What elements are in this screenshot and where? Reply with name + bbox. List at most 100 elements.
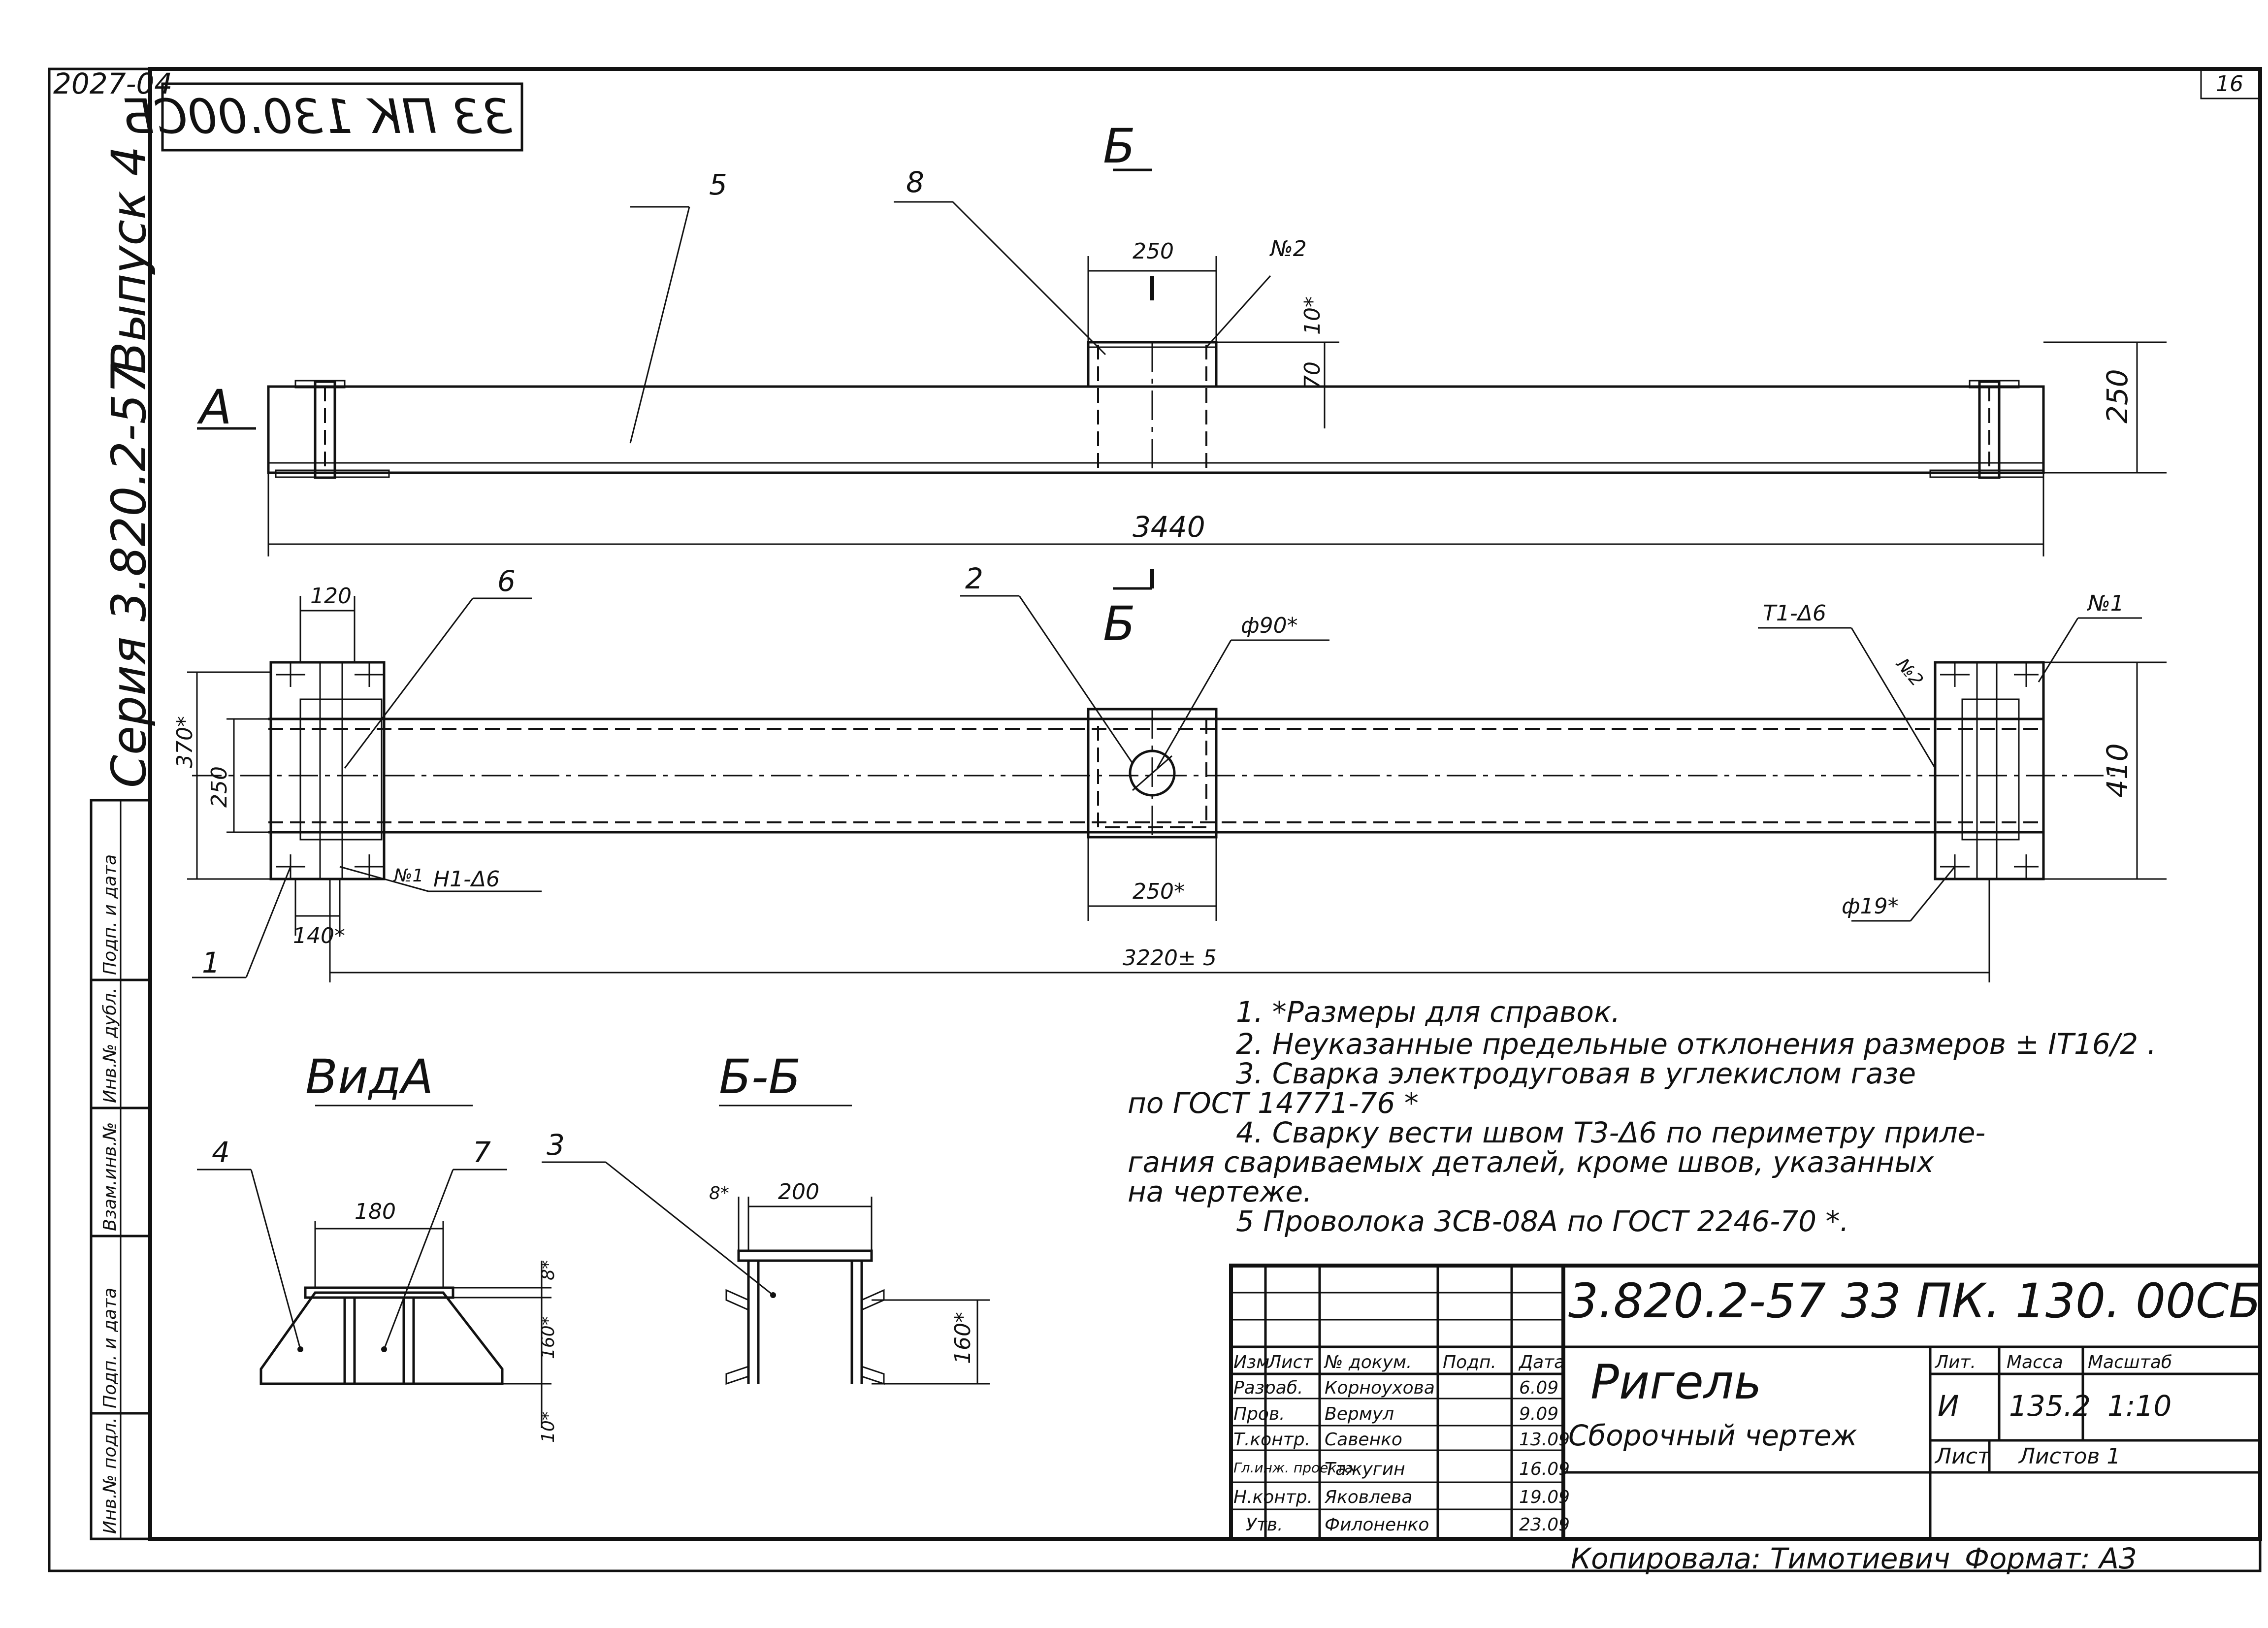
footer-copied: Копировала: Тимотиевич bbox=[1571, 1542, 1950, 1575]
header-list: Лист bbox=[1267, 1352, 1313, 1372]
dim-250-top: 250 bbox=[1133, 239, 1174, 264]
header-izm: Изм bbox=[1233, 1352, 1269, 1372]
weld-n1-left: №1 bbox=[393, 866, 423, 886]
row-role-5: Н.контр. bbox=[1233, 1487, 1313, 1507]
mass-label: Масса bbox=[2007, 1352, 2063, 1372]
section-bb-dim-200: 200 bbox=[778, 1179, 819, 1205]
section-mark-top: Б bbox=[1103, 119, 1135, 174]
mirrored-stamp-text: 33 ПК 130.00СБ bbox=[122, 89, 512, 144]
section-mark-plan: Б bbox=[1103, 596, 1135, 651]
pos-6: 6 bbox=[497, 564, 516, 598]
view-a-pos-4: 4 bbox=[212, 1136, 230, 1169]
left-strip-label-4: Подп. и дата bbox=[100, 1288, 120, 1408]
scale-label: Масштаб bbox=[2088, 1352, 2172, 1372]
pos-5: 5 bbox=[709, 168, 727, 201]
note-3: 3. Сварка электродуговая в углекислом га… bbox=[1236, 1057, 1916, 1090]
weld-t1: Т1-Δ6 bbox=[1763, 601, 1826, 626]
view-a-pos-7: 7 bbox=[473, 1136, 491, 1169]
title-block-grid bbox=[1229, 1264, 2262, 1541]
section-bb-title: Б-Б bbox=[719, 1049, 801, 1105]
section-bb-drawing bbox=[542, 1105, 990, 1385]
dim-140: 140* bbox=[293, 923, 345, 948]
lit-label: Лит. bbox=[1934, 1352, 1976, 1372]
section-bb-dim-160: 160* bbox=[950, 1312, 975, 1364]
left-strip-label-5: Инв.№ подл. bbox=[100, 1417, 120, 1534]
dim-phi19: ф19* bbox=[1842, 894, 1899, 919]
note-1: 1. *Размеры для справок. bbox=[1236, 995, 1620, 1029]
row-name-1: Корноухова bbox=[1325, 1378, 1435, 1398]
beam-elevation bbox=[267, 385, 2045, 474]
section-bb-pos-3: 3 bbox=[547, 1128, 565, 1162]
mirrored-stamp: 33 ПК 130.00СБ bbox=[122, 82, 523, 152]
section-bb-dim-8: 8* bbox=[709, 1183, 729, 1204]
view-a-drawing bbox=[197, 1105, 551, 1428]
title-doc-code: 3.820.2-57 33 ПК. 130. 00СБ bbox=[1568, 1273, 2261, 1329]
sheet-label: Лист bbox=[1934, 1444, 1991, 1469]
row-name-5: Яковлева bbox=[1324, 1487, 1412, 1507]
pos-8: 8 bbox=[906, 165, 924, 199]
dim-410: 410 bbox=[2101, 743, 2134, 798]
view-a-dim-160: 160* bbox=[538, 1316, 558, 1359]
view-a-dim-8: 8* bbox=[538, 1260, 558, 1280]
weld-n2-top: №2 bbox=[1269, 236, 1307, 261]
pos-2: 2 bbox=[965, 562, 983, 595]
header-sign: Подп. bbox=[1443, 1352, 1496, 1372]
row-date-3: 13.09 bbox=[1519, 1430, 1570, 1450]
dim-250-plan: 250 bbox=[207, 766, 232, 808]
dim-10-top: 10* bbox=[1300, 296, 1325, 335]
row-name-4: Тажугин bbox=[1325, 1459, 1405, 1479]
dim-250-right: 250 bbox=[2101, 369, 2134, 423]
row-date-1: 6.09 bbox=[1519, 1378, 1558, 1398]
sheet-number: 16 bbox=[2216, 71, 2243, 97]
weld-h1: Н1-Δ6 bbox=[433, 867, 500, 892]
row-name-6: Филоненко bbox=[1325, 1515, 1429, 1535]
dim-70-top: 70 bbox=[1300, 361, 1325, 389]
dim-phi90: ф90* bbox=[1241, 613, 1298, 638]
left-strip-label-1: Подп. и дата bbox=[100, 854, 120, 975]
row-name-3: Савенко bbox=[1325, 1430, 1402, 1450]
sheet-number-box bbox=[2200, 68, 2261, 99]
top-view bbox=[197, 168, 2167, 556]
lit-value: И bbox=[1938, 1389, 1959, 1423]
dim-3220: 3220± 5 bbox=[1123, 945, 1217, 971]
note-4c: на чертеже. bbox=[1128, 1175, 1312, 1208]
weld-n1: №1 bbox=[2086, 591, 2124, 616]
weld-n2-plan: №2 bbox=[1892, 654, 1927, 690]
plan-view bbox=[187, 569, 2167, 982]
view-a-mark: А bbox=[196, 380, 232, 435]
pos-1: 1 bbox=[202, 946, 220, 979]
end-plate-plan-left bbox=[269, 661, 386, 880]
archive-number: 2027-04 bbox=[53, 67, 172, 100]
note-2: 2. Неуказанные предельные отклонения раз… bbox=[1236, 1027, 2156, 1061]
left-strip-label-2: Инв.№ дубл. bbox=[100, 987, 120, 1103]
title-doc-type: Сборочный чертеж bbox=[1568, 1419, 1857, 1452]
left-strip bbox=[90, 799, 152, 1540]
row-role-1: Разраб. bbox=[1233, 1378, 1303, 1398]
note-5: 5 Проволока 3СВ-08А по ГОСТ 2246-70 *. bbox=[1236, 1205, 1849, 1238]
row-role-6: Утв. bbox=[1246, 1515, 1283, 1535]
series-label: Серия 3.820.2-57 bbox=[101, 364, 157, 788]
row-name-2: Вермул bbox=[1325, 1404, 1394, 1424]
row-role-2: Пров. bbox=[1233, 1404, 1285, 1424]
view-a-dim-180: 180 bbox=[355, 1199, 396, 1224]
header-date: Дата bbox=[1518, 1352, 1565, 1372]
row-date-2: 9.09 bbox=[1519, 1404, 1558, 1424]
row-date-4: 16.09 bbox=[1519, 1459, 1570, 1479]
row-date-6: 23.09 bbox=[1519, 1515, 1570, 1535]
scale-value: 1:10 bbox=[2107, 1389, 2171, 1423]
end-plate-plan-right bbox=[1934, 661, 2045, 880]
row-role-4: Гл.инж. проекта bbox=[1233, 1460, 1353, 1476]
title-name: Ригель bbox=[1590, 1355, 1762, 1410]
dim-250b: 250* bbox=[1133, 879, 1185, 904]
header-doc: № докум. bbox=[1324, 1352, 1412, 1372]
footer-format: Формат: А3 bbox=[1965, 1542, 2137, 1575]
note-3b: по ГОСТ 14771-76 * bbox=[1128, 1086, 1419, 1120]
mass-value: 135.2 bbox=[2009, 1389, 2091, 1423]
issue-label: Выпуск 4 bbox=[101, 146, 157, 374]
dim-3440: 3440 bbox=[1133, 510, 1205, 544]
dim-370: 370* bbox=[172, 716, 197, 768]
view-a-title: ВидА bbox=[305, 1049, 433, 1105]
note-4b: гания свариваемых деталей, кроме швов, у… bbox=[1128, 1145, 1934, 1179]
row-role-3: Т.контр. bbox=[1233, 1430, 1310, 1450]
